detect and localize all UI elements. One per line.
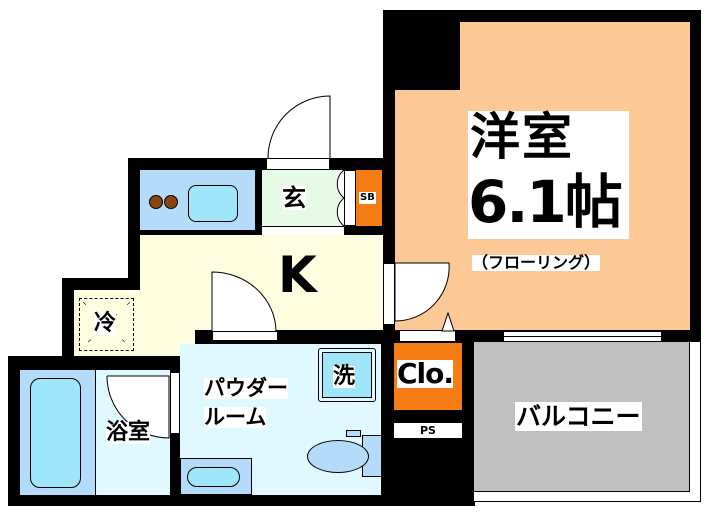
western-room-name: 洋室 [470, 108, 574, 166]
shoe-box-label: SB [359, 192, 376, 204]
western-room-door[interactable] [394, 262, 455, 325]
burner-icon [164, 195, 178, 209]
toilet-lid [346, 430, 361, 437]
western-room-door-opening [383, 263, 395, 325]
window [504, 331, 661, 342]
powder-room-label-line1: パウダー [204, 376, 288, 400]
door-stop-icon [441, 311, 455, 332]
shoe-box-doors[interactable] [324, 169, 345, 227]
refrigerator-label: 冷 [94, 311, 117, 336]
washer [318, 348, 376, 402]
shoe-box-door-area [344, 170, 356, 226]
powder-room-door[interactable] [211, 271, 278, 332]
toilet-bowl [307, 440, 369, 473]
powder-room-label-line2: ルーム [204, 405, 267, 429]
balcony-label: バルコニー [515, 402, 642, 431]
closet-label: Clo. [397, 357, 454, 390]
sink-icon [188, 185, 238, 222]
wall-notch [383, 10, 460, 90]
bathroom-door-opening [170, 372, 180, 434]
bathroom-label: 浴室 [106, 420, 151, 445]
flooring-label: （フローリング） [472, 253, 601, 272]
bathtub [30, 378, 81, 488]
entrance-label: 玄 [282, 184, 306, 212]
door-opening [400, 331, 455, 341]
pipe-space: PS [394, 423, 462, 438]
kitchen-label: K [278, 246, 317, 304]
washbasin-icon [187, 467, 240, 487]
refrigerator [79, 298, 134, 351]
western-room-label [468, 111, 629, 239]
washer-label: 洗 [333, 364, 356, 389]
burner-icon [149, 195, 163, 209]
front-door[interactable] [266, 95, 332, 159]
western-room-size: 6.1帖 [468, 168, 623, 236]
front-door-opening [266, 158, 330, 170]
